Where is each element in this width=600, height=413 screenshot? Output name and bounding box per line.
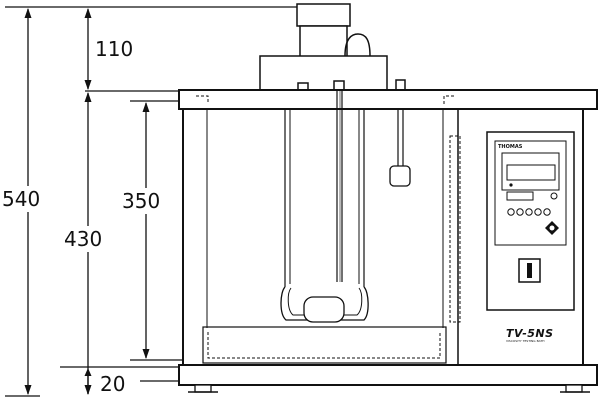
controller-key-4[interactable]	[534, 208, 542, 216]
controller-key-3[interactable]	[525, 208, 533, 216]
brand-label: THOMAS	[498, 144, 523, 150]
controller-key-1[interactable]	[507, 208, 515, 216]
temperature-display	[506, 164, 556, 181]
probe-tip	[389, 165, 411, 187]
dim-label-bg-bath	[120, 188, 166, 214]
indicator-led	[509, 183, 513, 187]
model-label: TV-5NS	[506, 327, 554, 340]
stirrer-assembly	[280, 90, 369, 323]
dim-label-bg-body	[62, 226, 108, 252]
foot-right	[565, 384, 583, 393]
power-switch-rocker[interactable]	[527, 263, 532, 278]
mode-button[interactable]	[550, 192, 558, 200]
dim-label-foot: 20	[100, 372, 125, 396]
dim-label-bath: 350	[122, 189, 160, 213]
control-panel: THOMAS	[486, 131, 575, 311]
top-nozzle-3	[395, 79, 406, 91]
bath-lid	[178, 89, 598, 110]
motor-body	[299, 25, 348, 59]
tray-hidden-edge	[207, 332, 441, 359]
dial-center	[549, 225, 555, 231]
dim-label-top: 110	[95, 37, 133, 61]
controller-key-2[interactable]	[516, 208, 524, 216]
motor-cable	[344, 33, 371, 57]
temperature-probe	[389, 109, 411, 187]
motor-cap	[296, 3, 351, 27]
model-subtitle: VISCOSITY TESTING BATH	[506, 339, 545, 343]
bath-base	[178, 364, 598, 386]
heater-element	[449, 135, 461, 323]
motor-housing	[259, 55, 388, 91]
stirrer-impeller	[303, 296, 345, 323]
top-motor-unit	[259, 3, 406, 92]
lid-hidden-edges	[196, 95, 456, 104]
dim-label-body: 430	[64, 227, 102, 251]
dimension-arrowheads	[24, 8, 150, 395]
bath-bottom-tray	[202, 326, 447, 364]
controller-key-5[interactable]	[543, 208, 551, 216]
dim-label-bg-total	[0, 186, 46, 212]
setpoint-display	[506, 191, 534, 201]
foot-left	[194, 384, 212, 393]
dim-label-total: 540	[2, 187, 40, 211]
